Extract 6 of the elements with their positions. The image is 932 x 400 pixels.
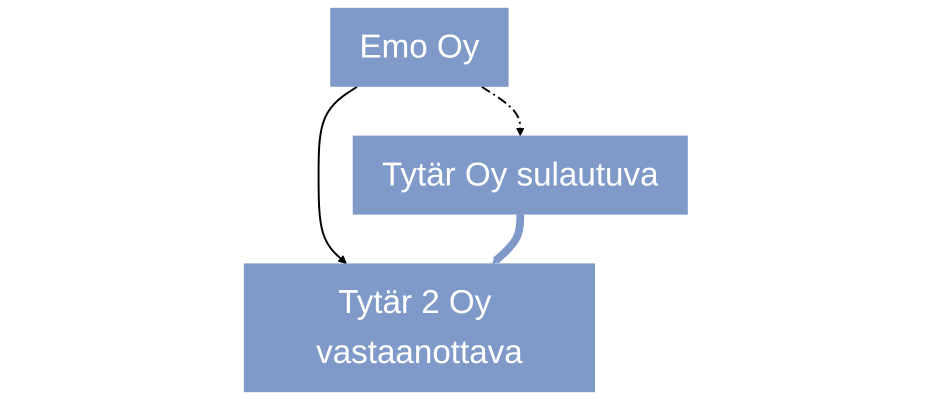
node-box: Tytär 2 Oy vastaanottava [244, 263, 596, 392]
arrow [481, 86, 525, 136]
node-box: Emo Oy [330, 8, 509, 87]
arrow [492, 214, 524, 264]
node-box: Tytär Oy sulautuva [352, 136, 688, 215]
arrow [318, 86, 358, 264]
